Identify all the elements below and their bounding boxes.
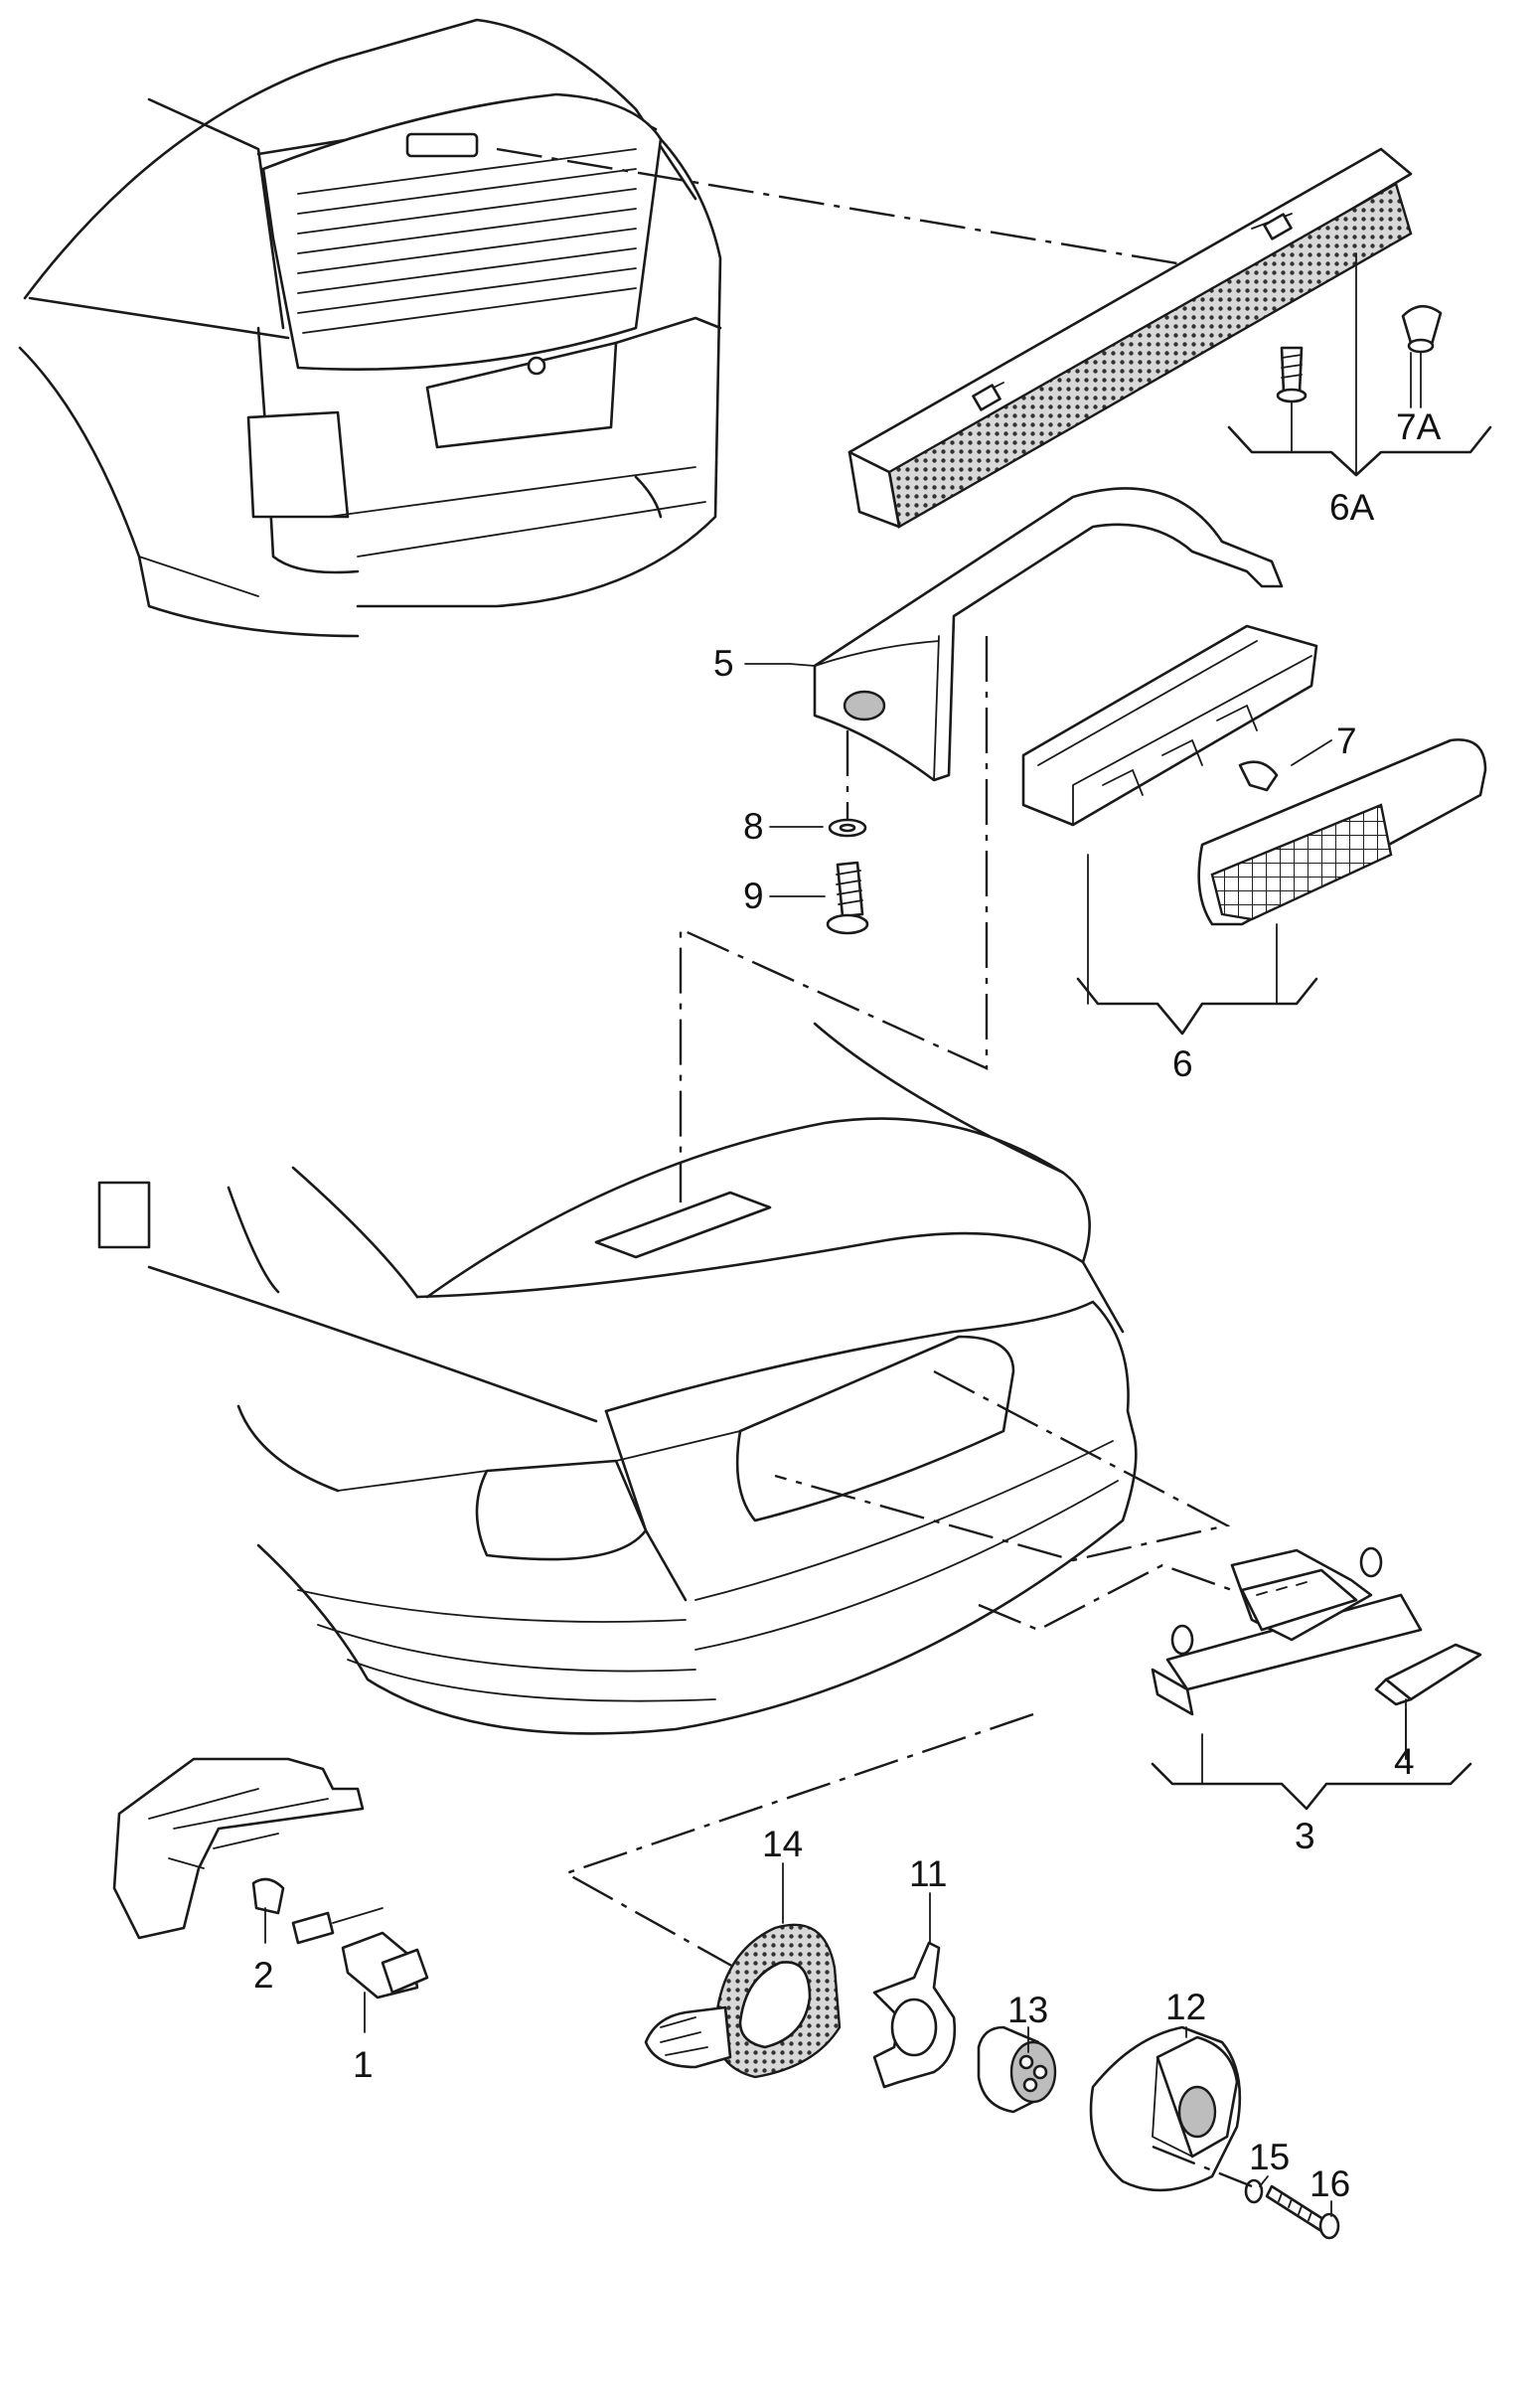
holder-11 bbox=[872, 1941, 957, 2089]
callout-3: 3 bbox=[1295, 1816, 1315, 1856]
callout-9: 9 bbox=[743, 876, 764, 916]
callout-13: 13 bbox=[1007, 1990, 1048, 2030]
bracket-6a bbox=[1227, 425, 1492, 477]
switch-1 bbox=[291, 1907, 429, 1999]
contact-insert-13 bbox=[977, 2025, 1057, 2114]
assembly-line-estate bbox=[496, 147, 1178, 265]
screw-9 bbox=[826, 861, 869, 935]
callout-15: 15 bbox=[1249, 2137, 1290, 2177]
callout-7a: 7A bbox=[1396, 406, 1442, 447]
socket-housing-12 bbox=[1089, 2025, 1242, 2192]
callout-16: 16 bbox=[1309, 2163, 1350, 2204]
assembly-line-socket bbox=[563, 1712, 1034, 1970]
light-cover-5 bbox=[813, 487, 1284, 782]
callout-14: 14 bbox=[762, 1824, 803, 1864]
callout-8: 8 bbox=[743, 806, 764, 847]
callout-4: 4 bbox=[1394, 1741, 1415, 1782]
clip-2 bbox=[251, 1877, 285, 1915]
lens-6 bbox=[1197, 738, 1487, 926]
screw-16 bbox=[1265, 2184, 1340, 2240]
mounting-bracket-left bbox=[112, 1757, 365, 1940]
callout-12: 12 bbox=[1165, 1987, 1206, 2027]
bulb-7 bbox=[1238, 760, 1279, 792]
gasket-14 bbox=[644, 1923, 842, 2079]
assembly-line-sedan bbox=[774, 1369, 1231, 1562]
light-assembly-6 bbox=[1021, 624, 1318, 827]
bulb-7a bbox=[1401, 304, 1443, 354]
bracket-3 bbox=[1151, 1762, 1472, 1811]
license-plate-light-3 bbox=[1151, 1546, 1423, 1716]
sedan-rear-view bbox=[97, 1022, 1138, 1735]
high-mount-brake-light-bar bbox=[847, 147, 1413, 529]
callout-6: 6 bbox=[1172, 1043, 1193, 1084]
callout-5: 5 bbox=[713, 643, 734, 684]
callout-11: 11 bbox=[909, 1853, 947, 1894]
bracket-6 bbox=[1076, 977, 1318, 1036]
leader-lines bbox=[264, 352, 1412, 2217]
screw-6a bbox=[1276, 346, 1308, 403]
callout-1: 1 bbox=[353, 2044, 374, 2085]
washer-8 bbox=[828, 818, 867, 838]
festoon-bulb-4 bbox=[1374, 1643, 1482, 1706]
callout-labels: 5 8 9 7 6 7A 6A 4 3 2 1 14 11 13 12 15 1… bbox=[253, 406, 1442, 2204]
callout-6a: 6A bbox=[1329, 487, 1375, 528]
callout-7: 7 bbox=[1336, 720, 1357, 761]
callout-2: 2 bbox=[253, 1955, 274, 1996]
estate-car-rear-view bbox=[18, 18, 722, 638]
